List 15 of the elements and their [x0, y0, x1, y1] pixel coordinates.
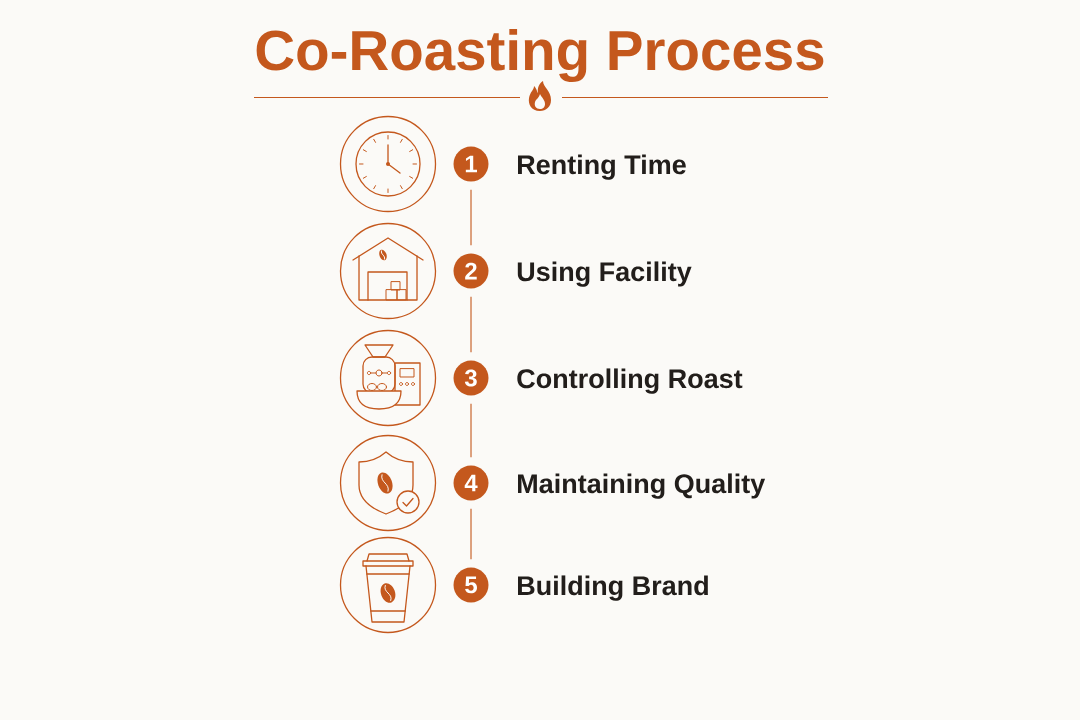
step-label: Maintaining Quality [518, 473, 766, 499]
step-number-badge: 5 [453, 567, 489, 603]
connector-line [470, 189, 472, 246]
step-number-badge: 1 [453, 146, 489, 182]
step-number-badge: 4 [453, 465, 489, 501]
step-label: Using Facility [517, 261, 692, 287]
step-number-badge: 3 [453, 360, 489, 396]
step-label: Building Brand [518, 575, 708, 601]
step-number-badge: 2 [453, 253, 489, 289]
connector-line [470, 403, 472, 458]
step-label: Controlling Roast [517, 368, 743, 394]
connector-line [470, 508, 472, 560]
connector-line [470, 296, 472, 353]
title: Co-Roasting Process [256, 29, 824, 82]
step-label: Renting Time [518, 154, 686, 180]
